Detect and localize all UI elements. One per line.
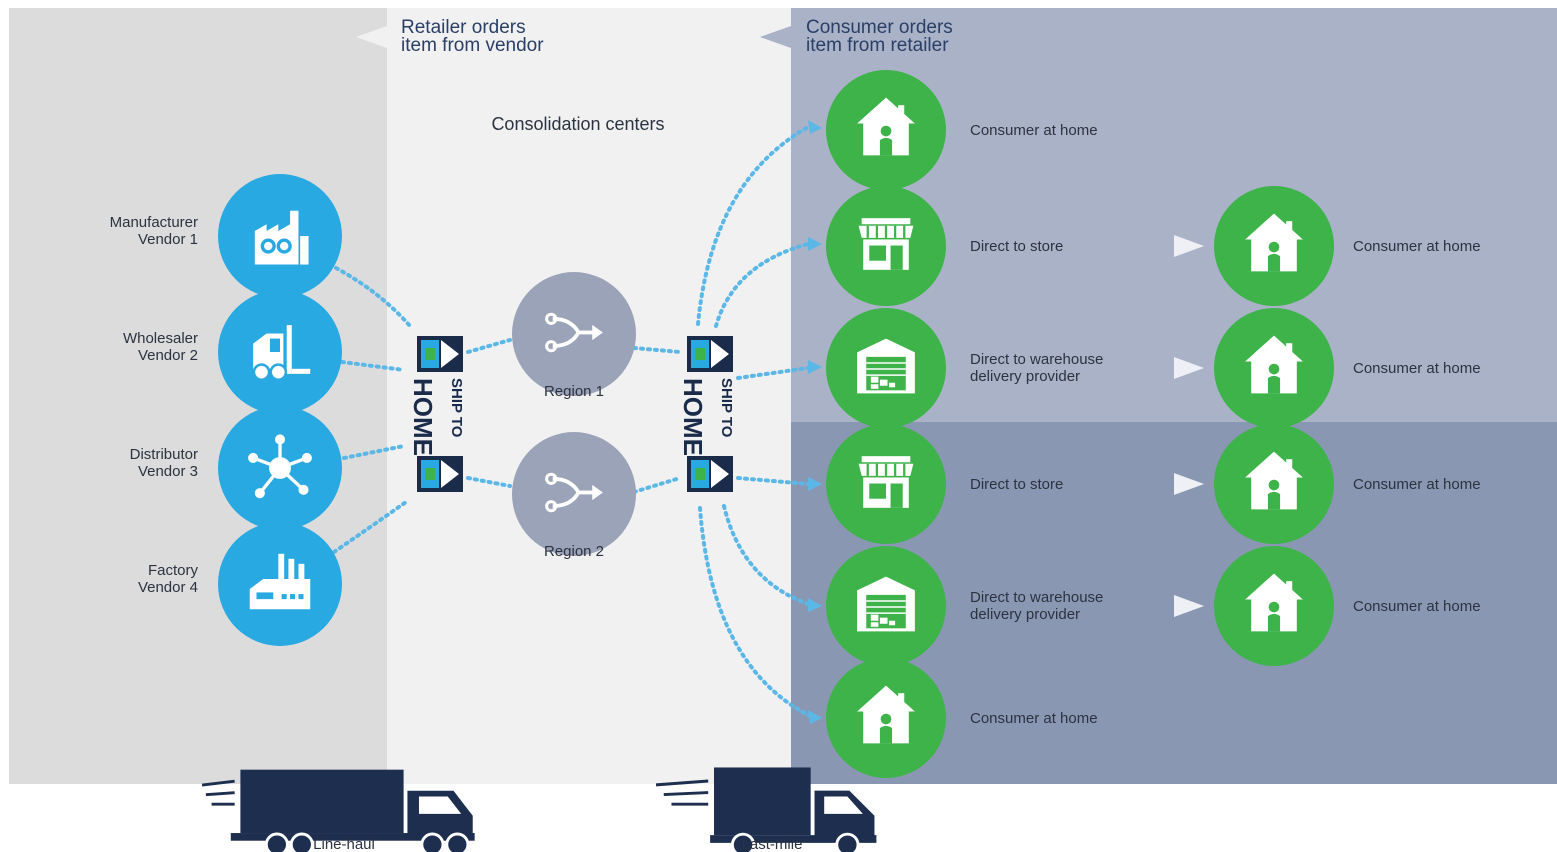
- consolidation-panel: [387, 8, 791, 784]
- final-destination-label: Consumer at home: [1353, 238, 1481, 255]
- brand-ship-to: SHIP TO: [448, 378, 465, 438]
- connector-region1-hub3: [632, 346, 682, 354]
- vendor-panel: [9, 8, 387, 784]
- store-icon: [857, 217, 915, 271]
- consolidation-centers-title: Consolidation centers: [491, 114, 664, 134]
- region-1: Region 1: [512, 272, 636, 400]
- last-mile-truck: Last-mile: [656, 765, 878, 852]
- connector-hub4-dest4: [736, 476, 810, 486]
- next-step-arrow: [1174, 473, 1204, 495]
- store-icon: [857, 455, 915, 509]
- connector-hub3-dest1: [696, 124, 812, 326]
- connector-vendor4-hub2: [332, 500, 408, 554]
- connector-arrowheads: [808, 120, 822, 724]
- arrowhead-dest2: [808, 237, 822, 251]
- destination-label: Direct to store: [970, 476, 1063, 493]
- arrowhead-dest3: [808, 360, 822, 374]
- connector-vendor2-hub1: [340, 360, 406, 372]
- arrowhead-dest5: [808, 598, 822, 612]
- arrowhead-dest1: [808, 120, 822, 134]
- connector-hub2-region2: [466, 476, 512, 488]
- flow-connectors: [332, 124, 812, 718]
- brand-home: HOME: [408, 378, 438, 456]
- arrowhead-dest4: [808, 477, 822, 491]
- next-step-arrow: [1174, 595, 1204, 617]
- connector-hub4-dest6: [698, 506, 812, 718]
- connector-hub3-dest2: [714, 242, 810, 328]
- region-label: Region 2: [544, 543, 604, 560]
- connector-vendor1-hub1: [334, 266, 412, 328]
- connector-hub1-region1: [466, 338, 512, 354]
- region-2: Region 2: [512, 432, 636, 560]
- regions-column: Region 1 Region 2: [512, 272, 636, 560]
- consumer-header: Consumer orders item from retailer: [806, 17, 958, 56]
- next-step-arrow: [1174, 235, 1204, 257]
- ship-to-home-hub-left: SHIP TO HOME: [408, 336, 465, 492]
- line-haul-truck: Line-haul: [202, 768, 477, 852]
- connector-vendor3-hub2: [342, 444, 406, 460]
- destination-label: Consumer at home: [970, 122, 1098, 139]
- final-destination-label: Consumer at home: [1353, 598, 1481, 615]
- final-destination-label: Consumer at home: [1353, 360, 1481, 377]
- last-mile-label: Last-mile: [742, 836, 803, 852]
- region-circle: [512, 432, 636, 556]
- line-haul-label: Line-haul: [313, 836, 375, 852]
- brand-ship-to: SHIP TO: [718, 378, 735, 438]
- region-circle: [512, 272, 636, 396]
- retailer-header-pointer: [356, 26, 387, 48]
- retailer-header: Retailer orders item from vendor: [401, 17, 544, 56]
- connector-hub3-dest3: [736, 366, 810, 380]
- destination-2: Direct to store Consumer at home: [826, 186, 1481, 306]
- connector-region2-hub4: [632, 476, 682, 494]
- destination-label: Consumer at home: [970, 710, 1098, 727]
- brand-home: HOME: [678, 378, 708, 456]
- region-label: Region 1: [544, 383, 604, 400]
- arrowhead-dest6: [808, 710, 822, 724]
- destination-6: Consumer at home: [826, 658, 1098, 778]
- destination-1: Consumer at home: [826, 70, 1098, 190]
- destination-label: Direct to store: [970, 238, 1063, 255]
- destination-4: Direct to store Consumer at home: [826, 424, 1481, 544]
- next-step-arrow: [1174, 357, 1204, 379]
- consumer-header-pointer: [760, 26, 791, 48]
- ship-to-home-hub-right: SHIP TO HOME: [678, 336, 735, 492]
- connector-hub4-dest5: [722, 504, 810, 606]
- final-destination-label: Consumer at home: [1353, 476, 1481, 493]
